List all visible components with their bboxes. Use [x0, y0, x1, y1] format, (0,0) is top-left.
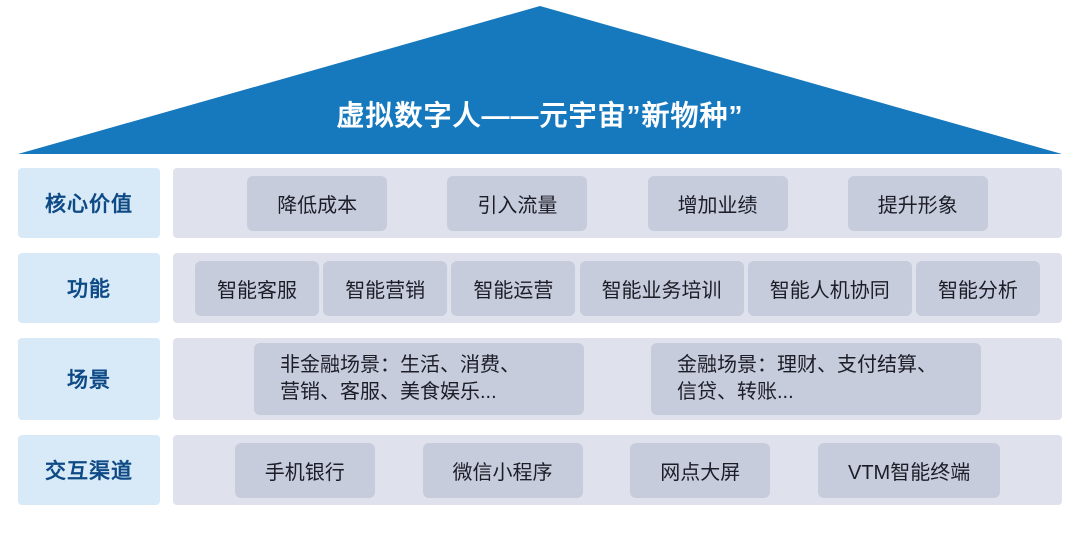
row-body-scenarios: 非金融场景：生活、消费、 营销、客服、美食娱乐... 金融场景：理财、支付结算、… — [173, 338, 1062, 420]
row-scenarios: 场景 非金融场景：生活、消费、 营销、客服、美食娱乐... 金融场景：理财、支付… — [18, 338, 1062, 420]
row-label-functions: 功能 — [18, 253, 160, 323]
row-body-core-value: 降低成本 引入流量 增加业绩 提升形象 — [173, 168, 1062, 238]
chip: 降低成本 — [247, 175, 388, 231]
chip: 引入流量 — [447, 175, 588, 231]
chip: VTM智能终端 — [818, 442, 1001, 498]
diagram-title: 虚拟数字人——元宇宙”新物种” — [336, 100, 744, 131]
row-core-value: 核心价值 降低成本 引入流量 增加业绩 提升形象 — [18, 168, 1062, 238]
row-channels: 交互渠道 手机银行 微信小程序 网点大屏 VTM智能终端 — [18, 435, 1062, 505]
row-body-functions: 智能客服 智能营销 智能运营 智能业务培训 智能人机协同 智能分析 — [173, 253, 1062, 323]
chip: 增加业绩 — [647, 175, 788, 231]
row-label-scenarios: 场景 — [18, 338, 160, 420]
chip: 智能业务培训 — [579, 260, 744, 316]
row-label-core-value: 核心价值 — [18, 168, 160, 238]
chip: 智能分析 — [915, 260, 1040, 316]
chip: 网点大屏 — [630, 442, 771, 498]
chip: 手机银行 — [234, 442, 375, 498]
chip: 微信小程序 — [422, 442, 583, 498]
chip: 智能客服 — [195, 260, 319, 316]
chip: 智能运营 — [451, 260, 576, 316]
row-body-channels: 手机银行 微信小程序 网点大屏 VTM智能终端 — [173, 435, 1062, 505]
roof-shape: 虚拟数字人——元宇宙”新物种” — [18, 6, 1062, 154]
diagram-rows: 核心价值 降低成本 引入流量 增加业绩 提升形象 功能 智能客服 智能营销 智能… — [18, 168, 1062, 505]
row-label-channels: 交互渠道 — [18, 435, 160, 505]
chip: 智能营销 — [323, 260, 448, 316]
chip: 智能人机协同 — [747, 260, 912, 316]
chip: 非金融场景：生活、消费、 营销、客服、美食娱乐... — [254, 343, 584, 415]
row-functions: 功能 智能客服 智能营销 智能运营 智能业务培训 智能人机协同 智能分析 — [18, 253, 1062, 323]
chip: 提升形象 — [847, 175, 988, 231]
chip: 金融场景：理财、支付结算、 信贷、转账... — [651, 343, 981, 415]
